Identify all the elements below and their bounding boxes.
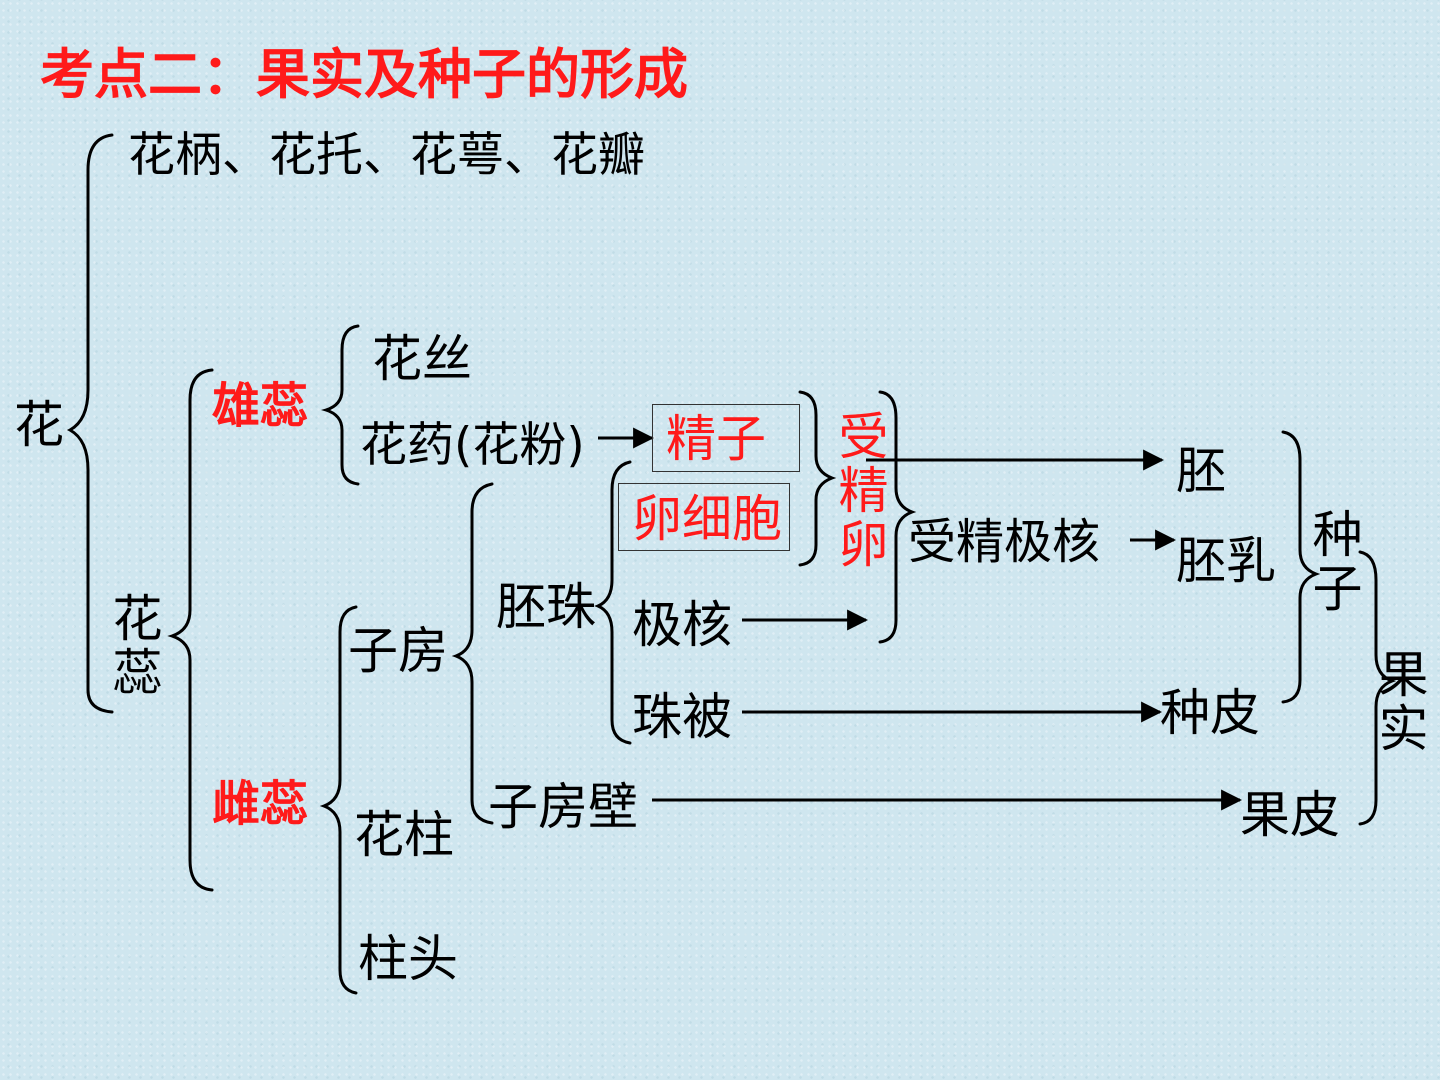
fertilized-polar-label: 受精极核 (908, 514, 1101, 570)
ovule-label: 胚珠 (496, 578, 596, 636)
sperm-box (652, 404, 800, 472)
brace-pistil (319, 605, 358, 995)
style-label: 花柱 (354, 806, 454, 864)
anther-label: 花药(花粉) (360, 418, 585, 473)
seed-label: 种子 (1312, 506, 1363, 618)
egg-cell-box (618, 483, 790, 551)
brace-ovule (594, 460, 632, 745)
page-title: 考点二：果实及种子的形成 (40, 43, 688, 106)
brace-fertilization (878, 390, 917, 644)
ovary-label: 子房 (348, 622, 448, 680)
endosperm-label: 胚乳 (1176, 532, 1276, 590)
stamen-label: 雄蕊 (212, 378, 309, 434)
ovary-wall-label: 子房壁 (488, 778, 638, 836)
egg-cell-label: 卵细胞 (632, 490, 782, 548)
polar-nuclei-label: 极核 (632, 596, 732, 654)
brace-stamen (320, 324, 360, 486)
flower-parts-label: 花柄、花托、花萼、花瓣 (128, 128, 645, 183)
brace-sperm-egg (798, 390, 837, 567)
pistil-label: 雌蕊 (212, 776, 309, 832)
embryo-label: 胚 (1176, 442, 1226, 500)
fertilized-egg-label: 受精卵 (838, 408, 889, 574)
brace-seed (1281, 430, 1321, 704)
fruit-label: 果实 (1378, 646, 1429, 758)
brace-fruit (1358, 550, 1397, 826)
brace-pistil-stamen (167, 368, 214, 892)
filament-label: 花丝 (372, 330, 472, 388)
flower-label: 花 (14, 396, 64, 454)
integument-label: 珠被 (632, 688, 732, 746)
brace-flower (66, 133, 114, 714)
pericarp-label: 果皮 (1240, 786, 1340, 844)
stigma-label: 柱头 (358, 930, 458, 988)
brace-ovary (451, 482, 494, 825)
pistil-stamen-label: 花蕊 (112, 590, 163, 702)
seed-coat-label: 种皮 (1160, 684, 1260, 742)
sperm-label: 精子 (666, 410, 766, 468)
